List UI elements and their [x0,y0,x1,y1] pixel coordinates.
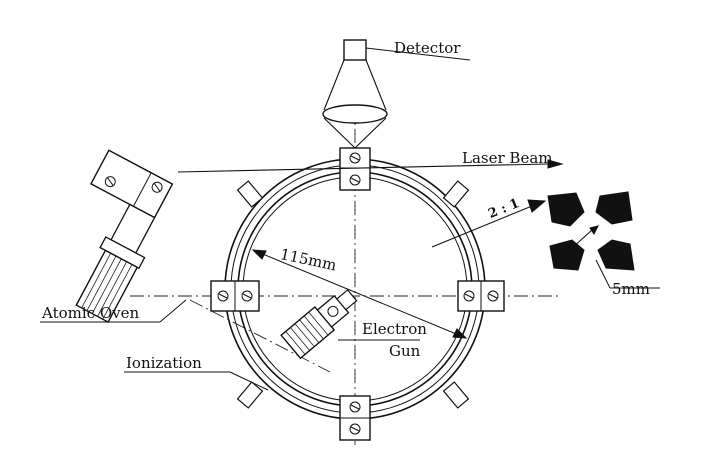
atomic-oven-leader-tip [159,299,187,323]
atomic-oven-label: Atomic Oven [41,304,139,322]
trap-electrodes [547,191,660,289]
electron-label: Electron [362,320,427,338]
atom-beam-path [189,299,331,373]
detector-label: Detector [394,39,461,57]
radius-dimension [251,249,468,339]
detector [322,39,471,149]
gun-label: Gun [389,342,421,360]
radius-label: 115mm [279,245,339,274]
electron-gun [280,289,358,360]
atomic-oven [75,149,174,323]
clamp-bottom [339,395,371,441]
laser-beam-label: Laser Beam [462,149,552,167]
ionization-leader-tip [229,371,269,391]
ionization-label: Ionization [126,354,202,372]
laser-beam [177,159,564,173]
gap-label: 5mm [612,280,650,298]
clamp-left [210,280,260,312]
magnification-arrow [431,199,547,248]
clamp-right [457,280,505,312]
clamp-top [339,147,371,191]
